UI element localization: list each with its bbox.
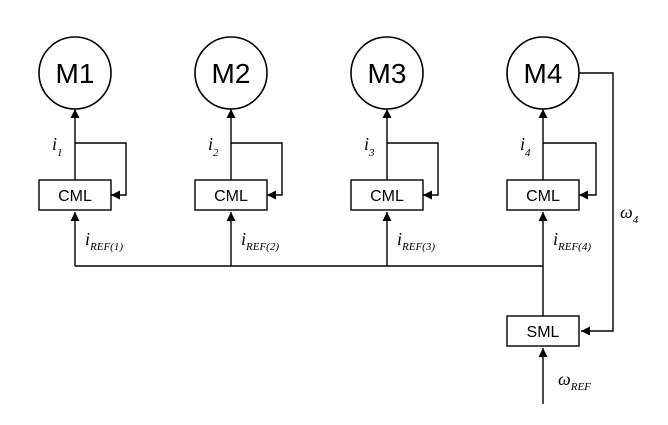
motor-group-4: M4 CML i4 iREF(4) — [506, 36, 597, 266]
cml-label-3: CML — [370, 188, 404, 205]
sml-box — [506, 315, 580, 347]
motor-4-label: M4 — [524, 58, 563, 89]
motor-3-label: M3 — [368, 58, 407, 89]
cml-box-3 — [350, 179, 424, 211]
current-label-3: i3 — [364, 134, 375, 159]
current-label-1: i1 — [52, 134, 63, 159]
speed-reference-label: ωREF — [558, 369, 591, 393]
speed-controller-group: SML ωREF — [506, 315, 591, 404]
motor-group-3: M3 CML i3 iREF(3) — [350, 36, 439, 266]
reference-label-2: iREF(2) — [241, 229, 279, 253]
reference-label-1: iREF(1) — [85, 229, 123, 253]
cml-label-1: CML — [58, 188, 92, 205]
motor-group-1: M1 CML i1 iREF(1) — [38, 36, 127, 266]
current-label-4: i4 — [520, 134, 531, 159]
speed-feedback-label: ω4 — [620, 202, 639, 226]
current-feedback-loop-3 — [387, 142, 439, 200]
cml-label-4: CML — [526, 188, 560, 205]
current-feedback-loop-4 — [543, 142, 597, 200]
motor-group-2: M2 CML i2 iREF(2) — [194, 36, 283, 266]
current-feedback-loop-2 — [231, 142, 283, 200]
cml-box-2 — [194, 179, 268, 211]
sml-label: SML — [527, 324, 560, 341]
cml-box-4 — [506, 179, 580, 211]
motor-2-label: M2 — [212, 58, 251, 89]
cml-box-1 — [38, 179, 112, 211]
current-label-2: i2 — [208, 134, 219, 159]
motor-1-label: M1 — [56, 58, 95, 89]
speed-feedback-line — [579, 72, 614, 336]
reference-label-4: iREF(4) — [553, 229, 591, 253]
cml-label-2: CML — [214, 188, 248, 205]
current-feedback-loop-1 — [75, 142, 127, 200]
reference-label-3: iREF(3) — [397, 229, 435, 253]
